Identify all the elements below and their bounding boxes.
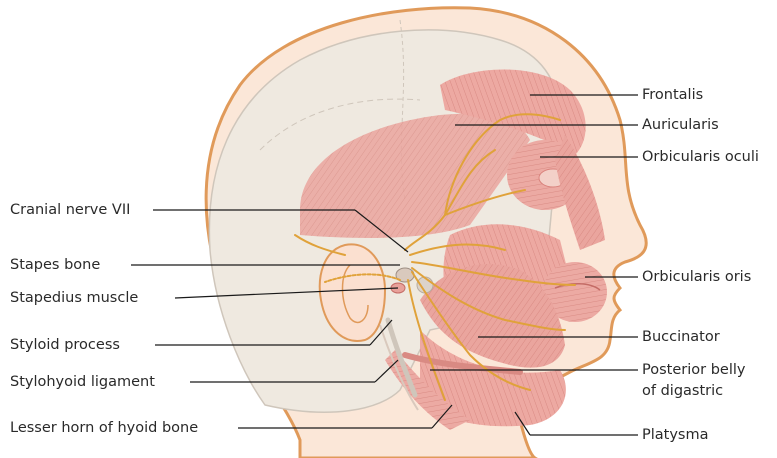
label-buccinator: Buccinator	[642, 328, 720, 346]
label-stylohyoid-ligament: Stylohyoid ligament	[10, 373, 155, 391]
label-lesser-horn-hyoid: Lesser horn of hyoid bone	[10, 419, 198, 437]
label-styloid-process: Styloid process	[10, 336, 120, 354]
label-cranial-nerve-vii: Cranial nerve VII	[10, 201, 130, 219]
label-stapedius-muscle: Stapedius muscle	[10, 289, 138, 307]
label-orbicularis-oculi: Orbicularis oculi	[642, 148, 759, 166]
label-of-digastric: of digastric	[642, 382, 723, 400]
label-platysma: Platysma	[642, 426, 709, 444]
label-frontalis: Frontalis	[642, 86, 703, 104]
label-auricularis: Auricularis	[642, 116, 719, 134]
label-stapes-bone: Stapes bone	[10, 256, 100, 274]
label-posterior-belly: Posterior belly	[642, 361, 745, 379]
label-orbicularis-oris: Orbicularis oris	[642, 268, 751, 286]
